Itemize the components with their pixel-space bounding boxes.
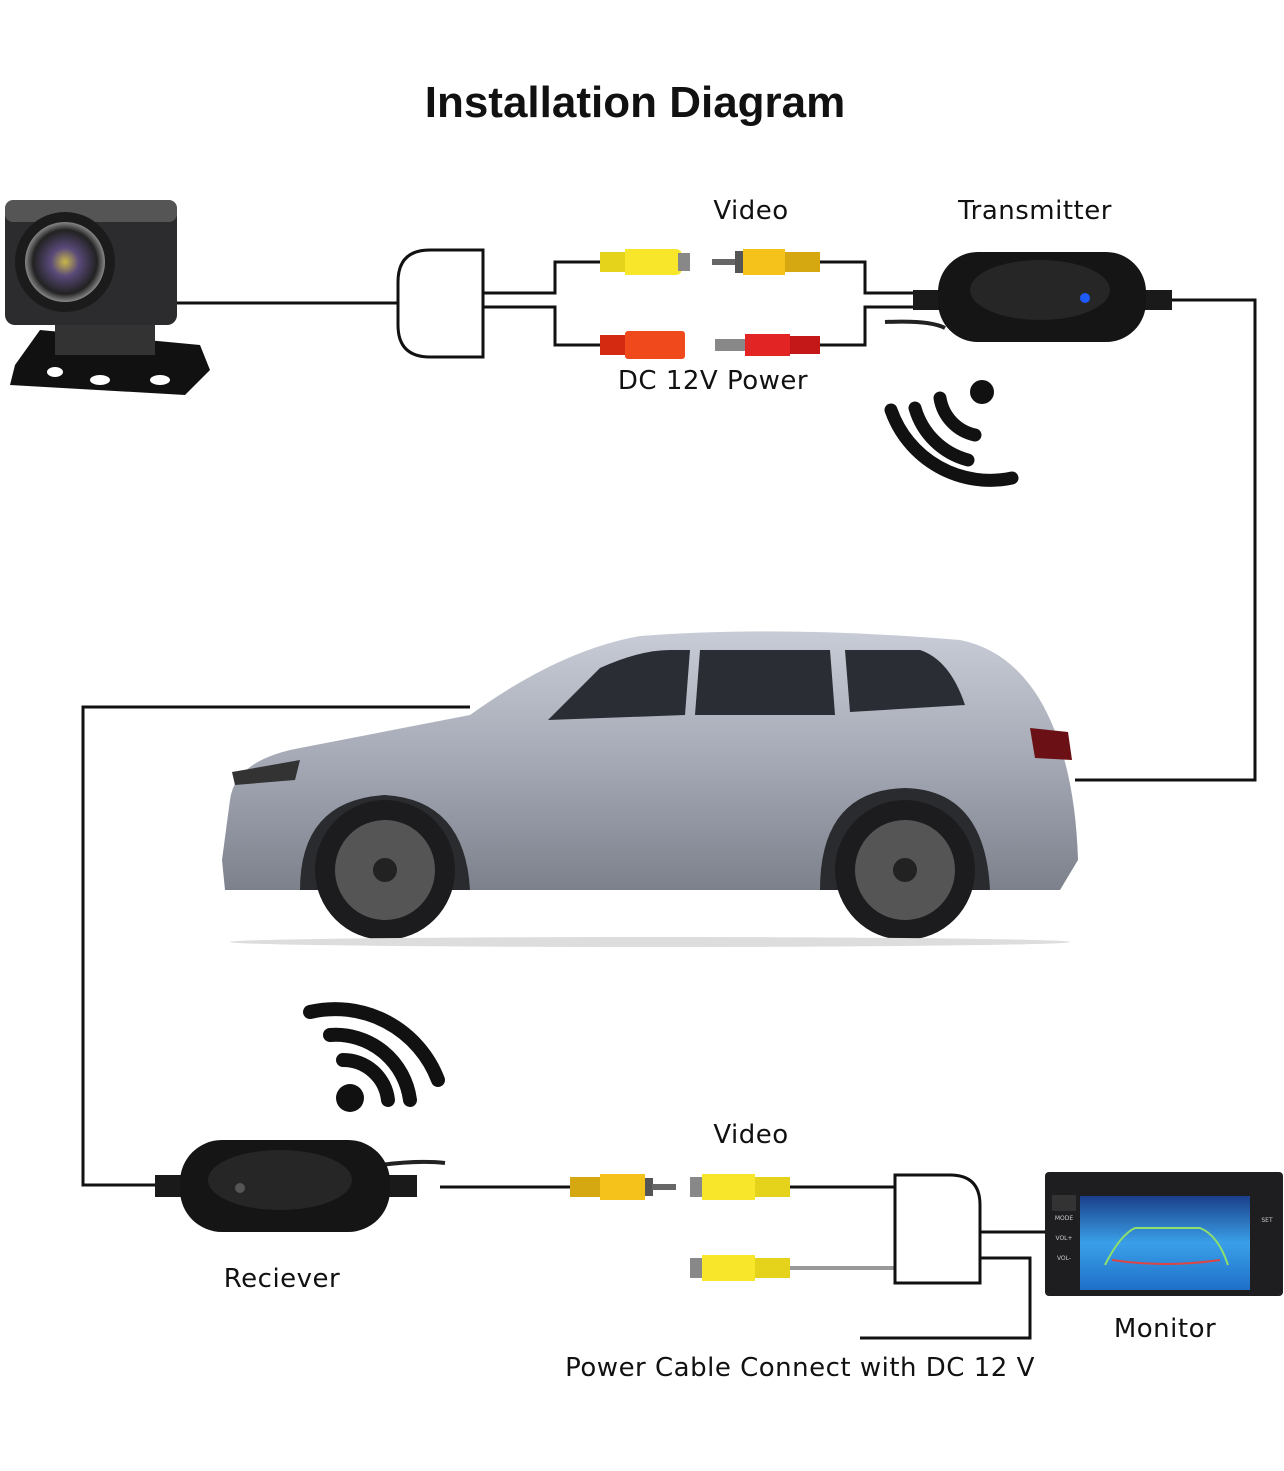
wiring (81, 260, 1257, 1340)
wireless-signal-icon-bottom (303, 1002, 445, 1112)
splitter-box-bottom (893, 1173, 982, 1285)
label-video-top: Video (713, 196, 789, 226)
splitter-box-top (396, 248, 485, 359)
monitor-button-vol-up: VOL+ (1055, 1235, 1072, 1242)
label-video-bottom: Video (713, 1120, 789, 1150)
monitor-button-set: SET (1261, 1217, 1273, 1224)
transmitter-device (884, 252, 1172, 342)
label-dc-power: DC 12V Power (617, 366, 809, 396)
backup-camera (5, 200, 210, 395)
car-suv (222, 631, 1078, 947)
wireless-signal-icon-top (884, 380, 1019, 487)
label-power-cable: Power Cable Connect with DC 12 V (565, 1353, 1035, 1383)
power-female-connector-top (600, 331, 685, 359)
video-male-connector-bottom (570, 1174, 676, 1200)
transmitter-led-icon (1080, 293, 1090, 303)
monitor-screen (1080, 1196, 1250, 1290)
video-male-connector-top (712, 249, 820, 275)
monitor-device: MODE VOL+ VOL- SET (1045, 1172, 1283, 1296)
label-transmitter: Transmitter (958, 196, 1112, 226)
page-title: Installation Diagram (424, 78, 846, 127)
front-wheel (315, 800, 455, 940)
label-receiver: Reciever (223, 1264, 341, 1294)
camera-lens-icon (25, 222, 105, 302)
label-monitor: Monitor (1113, 1314, 1217, 1344)
video-female-connector-top (600, 249, 690, 275)
power-male-connector-top (715, 334, 820, 356)
video-female-connector-bottom (690, 1174, 790, 1200)
video-female-connector-extra (690, 1255, 790, 1281)
receiver-device (155, 1140, 446, 1232)
rear-wheel (835, 800, 975, 940)
monitor-button-vol-down: VOL- (1057, 1255, 1071, 1262)
monitor-button-mode: MODE (1055, 1215, 1074, 1222)
